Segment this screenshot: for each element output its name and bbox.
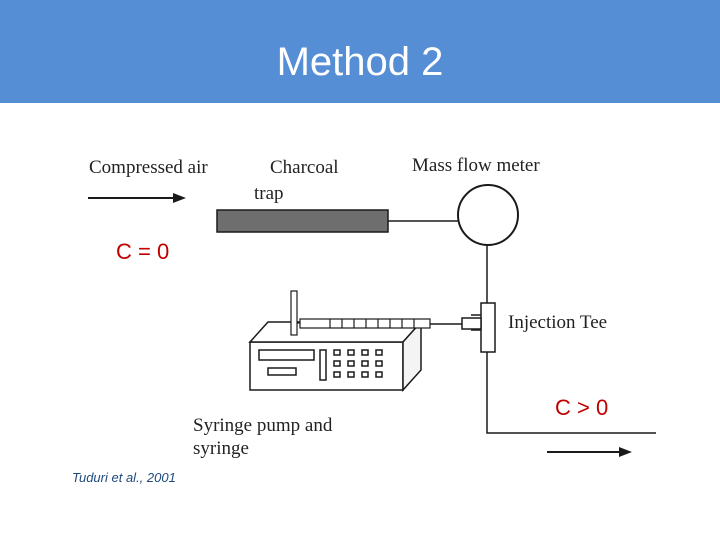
outlet-tube [486, 352, 656, 434]
mass-flow-meter [457, 184, 519, 246]
label-mass-flow-meter: Mass flow meter [412, 155, 540, 176]
title-bar [0, 0, 720, 103]
syringe-pump [248, 320, 423, 392]
outlet-arrowhead [619, 447, 632, 457]
syringe [290, 290, 431, 336]
label-syringe-pump: Syringe pump and [193, 415, 333, 436]
label-injection-tee: Injection Tee [508, 312, 608, 333]
inlet-arrowhead [173, 193, 186, 203]
injection-tee [480, 302, 496, 353]
concentration-outlet: C > 0 [555, 395, 609, 420]
label-trap: trap [254, 183, 284, 204]
concentration-inlet: C = 0 [116, 239, 170, 264]
citation: Tuduri et al., 2001 [72, 470, 176, 485]
tee-needle-fitting [461, 317, 482, 330]
slide-title: Method 2 [276, 40, 444, 84]
charcoal-trap [216, 209, 389, 233]
label-syringe: syringe [193, 438, 249, 459]
label-charcoal: Charcoal [270, 157, 339, 178]
label-compressed-air: Compressed air [89, 157, 208, 178]
